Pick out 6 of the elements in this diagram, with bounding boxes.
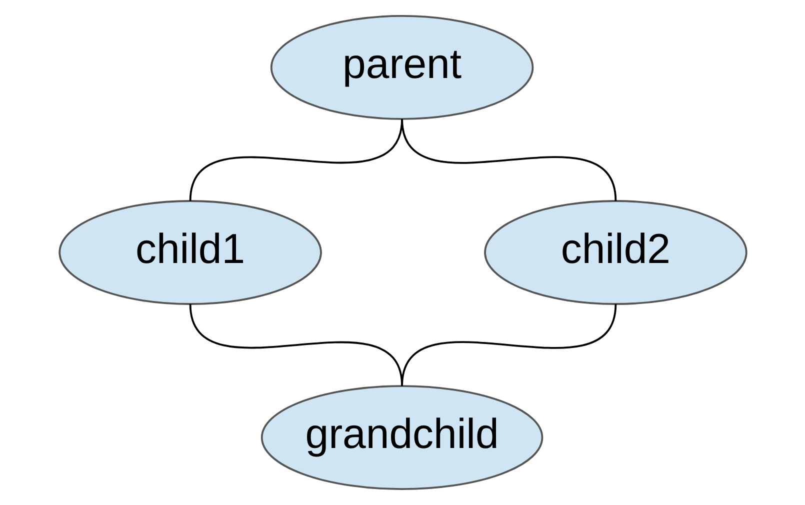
node-ellipse: child2 bbox=[484, 200, 747, 305]
node-ellipse: grandchild bbox=[260, 385, 543, 490]
node-ellipse: child1 bbox=[58, 200, 322, 305]
node-ellipse: parent bbox=[270, 15, 534, 120]
connector bbox=[400, 304, 616, 386]
connector bbox=[400, 118, 616, 202]
